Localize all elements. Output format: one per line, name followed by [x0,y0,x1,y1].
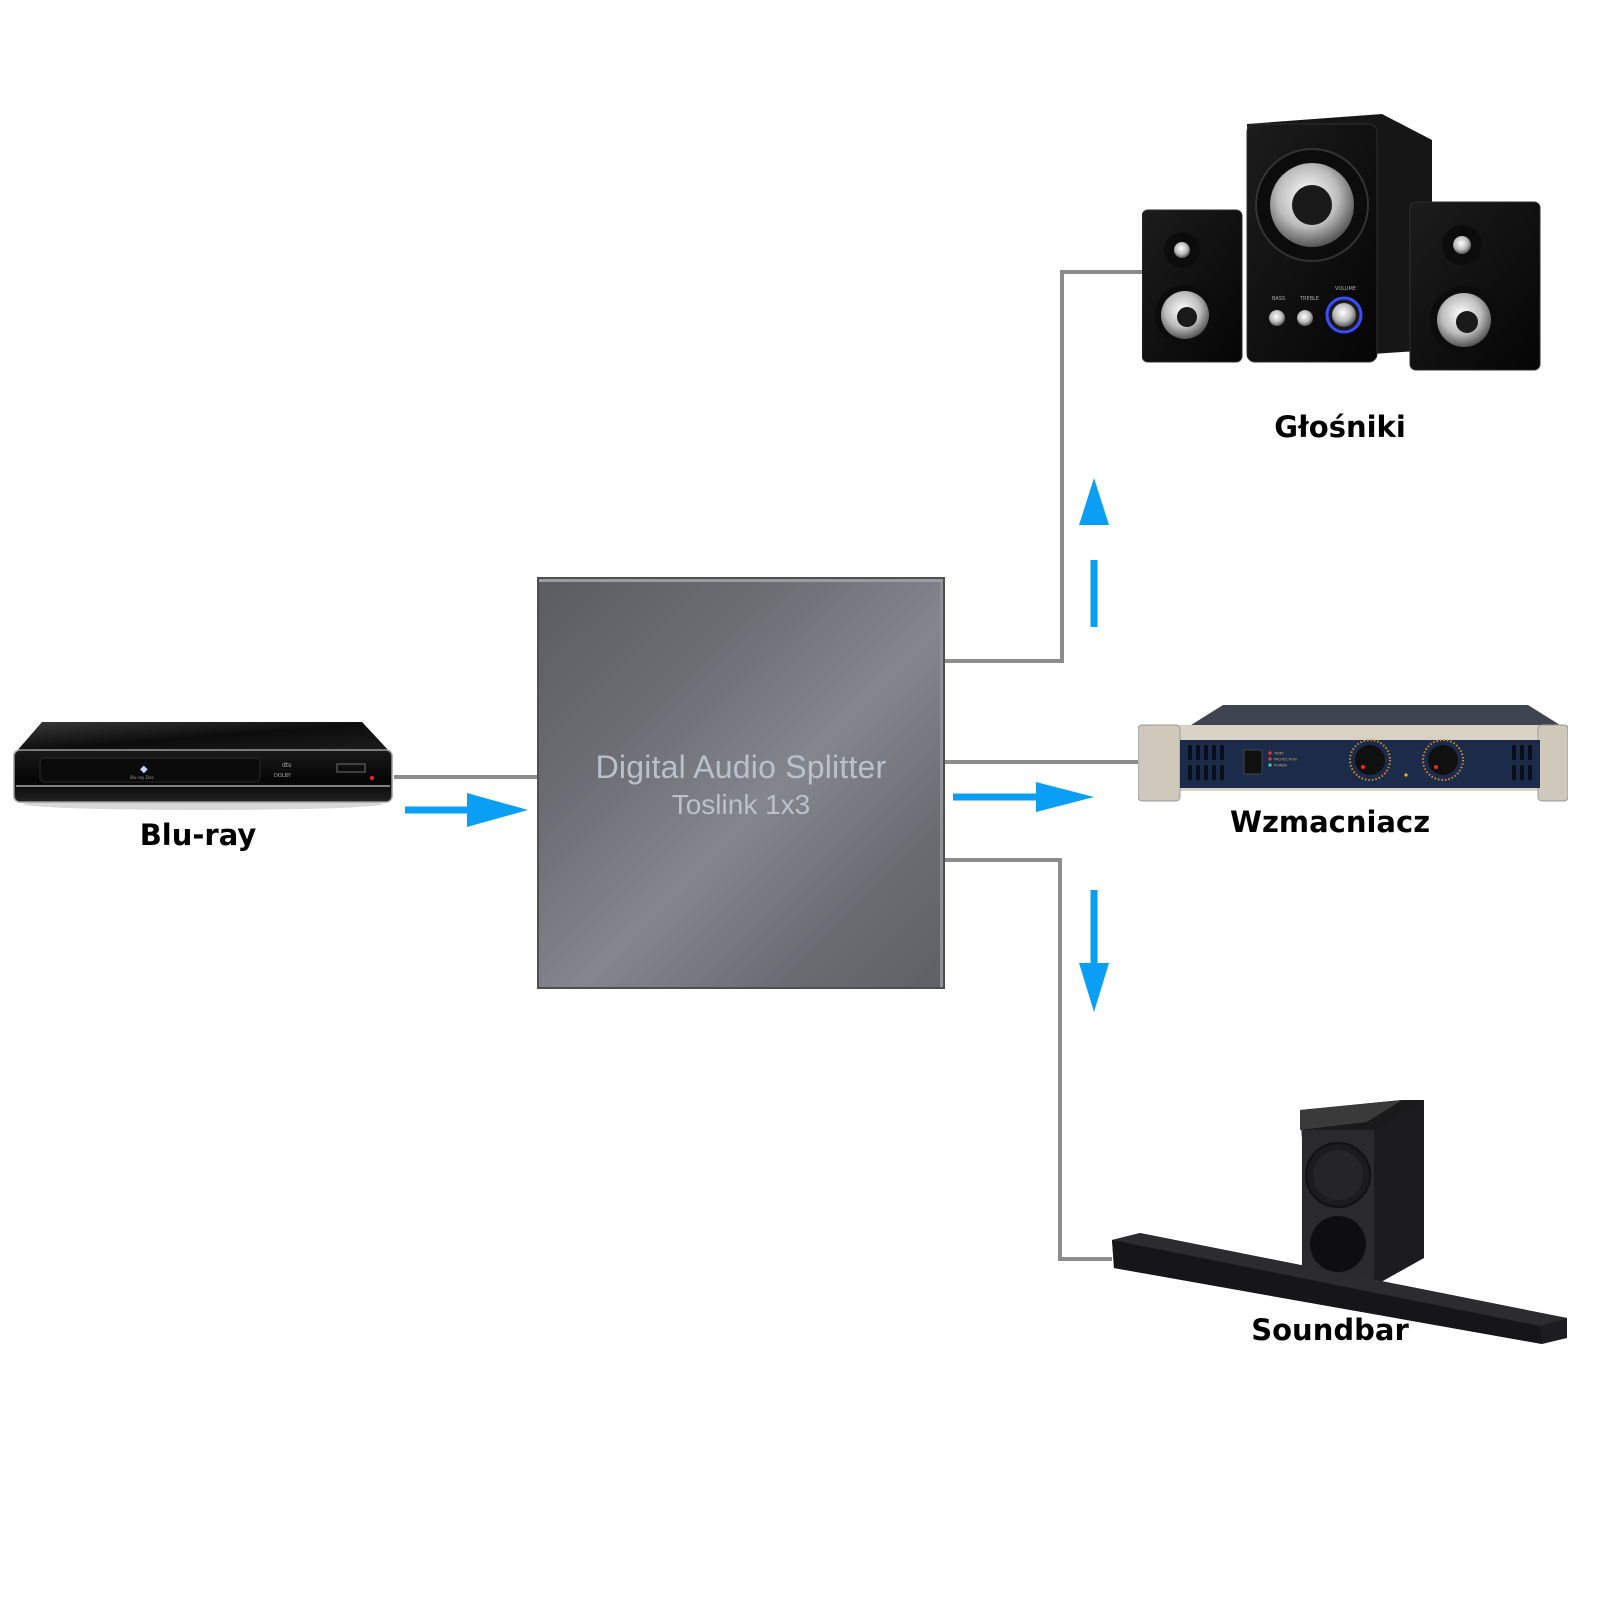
svg-text:TEMP: TEMP [1273,752,1283,756]
splitter-box: Digital Audio Splitter Toslink 1x3 [537,577,945,989]
svg-text:dts: dts [282,762,291,769]
svg-text:BASS: BASS [1272,296,1285,302]
soundbar-subwoofer-icon [1112,1090,1582,1370]
speakers-label: Głośniki [1274,410,1406,444]
svg-text:PROTECTION: PROTECTION [1274,758,1297,762]
svg-text:POWER: POWER [1274,764,1288,768]
soundbar-label: Soundbar [1251,1313,1409,1347]
arrow-right-input [405,793,528,827]
bluray-player-icon: ◆ Blu-ray Disc dts DOLBY [12,712,394,812]
svg-text:DOLBY: DOLBY [274,773,292,779]
power-amplifier-icon: TEMP PROTECTION POWER [1137,695,1569,805]
svg-text:Blu-ray Disc: Blu-ray Disc [130,775,154,780]
computer-speakers-icon: BASS TREBLE VOLUME [1141,110,1542,380]
svg-text:TREBLE: TREBLE [1299,296,1319,302]
cables [394,270,1148,1261]
arrow-up-speakers [1079,478,1109,627]
splitter-title: Digital Audio Splitter [595,749,887,785]
svg-text:◆: ◆ [140,764,148,775]
arrow-down-soundbar [1079,890,1109,1012]
amplifier-label: Wzmacniacz [1230,805,1431,839]
arrows [405,478,1109,1012]
splitter-subtitle: Toslink 1x3 [671,789,811,820]
arrow-right-amplifier [953,782,1094,812]
source-label: Blu-ray [139,818,257,852]
cable-splitter-to-speakers [945,270,1148,663]
svg-text:VOLUME: VOLUME [1335,286,1356,292]
cable-splitter-to-soundbar [945,858,1112,1261]
